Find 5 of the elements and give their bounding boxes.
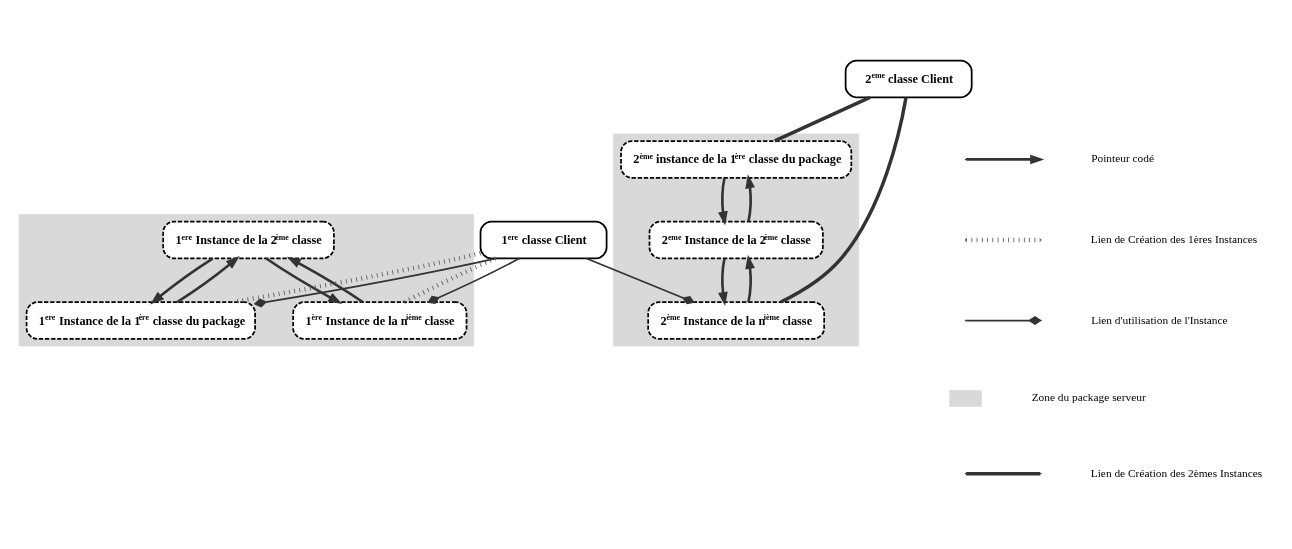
legend-label: Lien de Création des 2èmes Instances (1090, 466, 1263, 479)
legend-label: Zone du package serveur (1031, 390, 1146, 403)
legend-label: Lien de Création des 1ères Instances (1090, 232, 1258, 245)
legend-label: Pointeur codé (1091, 151, 1155, 164)
legend-label: Lien d'utilisation de l'Instance (1091, 313, 1228, 325)
